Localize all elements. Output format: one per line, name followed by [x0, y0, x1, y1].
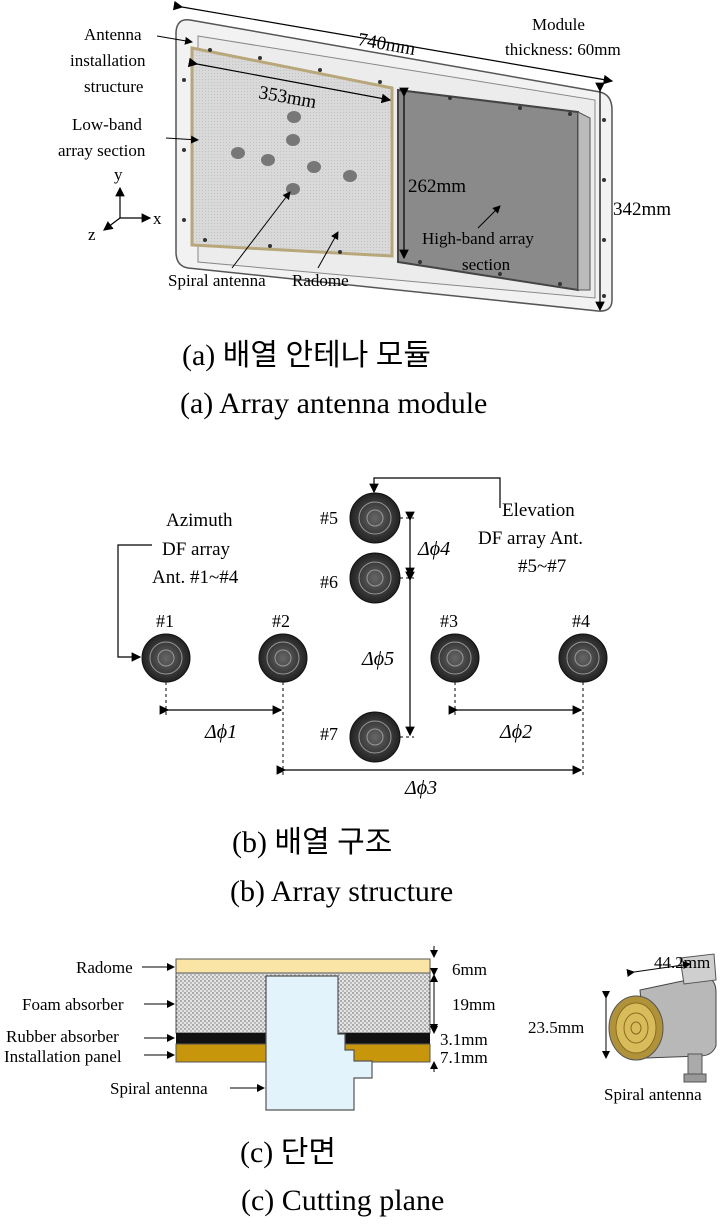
antenna-3: #3: [430, 611, 480, 683]
label-lowband-2: array section: [58, 141, 146, 160]
label-lowband-1: Low-band: [72, 115, 142, 134]
caption-c-en: (c) Cutting plane: [241, 1184, 444, 1217]
azimuth-label-2: DF array: [162, 539, 231, 560]
axes-icon: y x z: [88, 165, 162, 244]
label-module-thickness-2: thickness: 60mm: [505, 40, 621, 59]
svg-text:z: z: [88, 225, 96, 244]
caption-a-en: (a) Array antenna module: [180, 387, 487, 420]
spiral-height-dim: 23.5mm: [528, 1018, 584, 1037]
delta-phi-4: Δϕ4: [417, 538, 450, 560]
dim-262: 262mm: [408, 176, 466, 197]
spiral-antenna-3d: [608, 953, 717, 1083]
caption-b-kr: (b) 배열 구조: [232, 826, 392, 859]
label-spiral: Spiral antenna: [168, 271, 266, 290]
caption-a-kr: (a) 배열 안테나 모듈: [182, 339, 431, 372]
svg-text:#1: #1: [156, 611, 174, 631]
dim-342: 342mm: [613, 199, 671, 220]
antenna-4: #4: [558, 611, 608, 683]
label-antenna-structure-2: installation: [70, 51, 146, 70]
antenna-2: #2: [258, 611, 308, 683]
thickness-foam: 19mm: [452, 995, 495, 1014]
caption-c-kr: (c) 단면: [240, 1136, 336, 1169]
delta-phi-5: Δϕ5: [361, 648, 394, 670]
azimuth-label-3: Ant. #1~#4: [152, 567, 239, 588]
azimuth-label-1: Azimuth: [166, 510, 233, 531]
label-highband-1: High-band array: [422, 229, 534, 248]
label-panel: Installation panel: [4, 1047, 122, 1066]
thickness-panel: 7.1mm: [440, 1048, 488, 1067]
svg-text:#3: #3: [440, 611, 458, 631]
svg-text:#4: #4: [572, 611, 590, 631]
delta-phi-1: Δϕ1: [204, 721, 237, 743]
svg-text:#2: #2: [272, 611, 290, 631]
thickness-rubber: 3.1mm: [440, 1030, 488, 1049]
label-rubber: Rubber absorber: [6, 1027, 119, 1046]
module-figure: 740mm 353mm 262mm 342mm Antenna installa…: [58, 0, 671, 312]
label-antenna-structure-1: Antenna: [84, 25, 142, 44]
label-module-thickness-1: Module: [532, 15, 585, 34]
antenna-1: #1: [141, 611, 191, 683]
elevation-label-3: #5~#7: [518, 556, 566, 577]
delta-phi-2: Δϕ2: [499, 721, 532, 743]
array-figure: Azimuth DF array Ant. #1~#4 Elevation DF…: [117, 477, 608, 799]
layer-radome: [175, 958, 431, 974]
lowband-spirals: [231, 111, 357, 195]
spiral-3d-label: Spiral antenna: [604, 1085, 702, 1104]
antenna-7: #7: [320, 711, 401, 763]
label-foam: Foam absorber: [22, 995, 124, 1014]
spiral-antenna-body: [265, 975, 373, 1111]
elevation-label-1: Elevation: [502, 500, 575, 521]
svg-text:#5: #5: [320, 508, 338, 528]
antenna-5: #5: [320, 492, 401, 544]
label-antenna-structure-3: structure: [84, 77, 143, 96]
thickness-radome: 6mm: [452, 960, 487, 979]
label-radome-layer: Radome: [76, 958, 133, 977]
spiral-width-dim: 44.2mm: [654, 953, 710, 972]
svg-text:y: y: [114, 165, 123, 184]
section-figure: Radome Foam absorber Rubber absorber Ins…: [4, 946, 717, 1111]
label-highband-2: section: [462, 255, 511, 274]
label-spiral-section: Spiral antenna: [110, 1079, 208, 1098]
svg-text:#7: #7: [320, 724, 338, 744]
caption-b-en: (b) Array structure: [230, 875, 453, 908]
antenna-6: #6: [320, 552, 401, 604]
delta-phi-3: Δϕ3: [404, 777, 437, 799]
svg-text:#6: #6: [320, 572, 338, 592]
label-radome: Radome: [292, 271, 349, 290]
elevation-label-2: DF array Ant.: [478, 528, 583, 549]
svg-text:x: x: [153, 209, 162, 228]
